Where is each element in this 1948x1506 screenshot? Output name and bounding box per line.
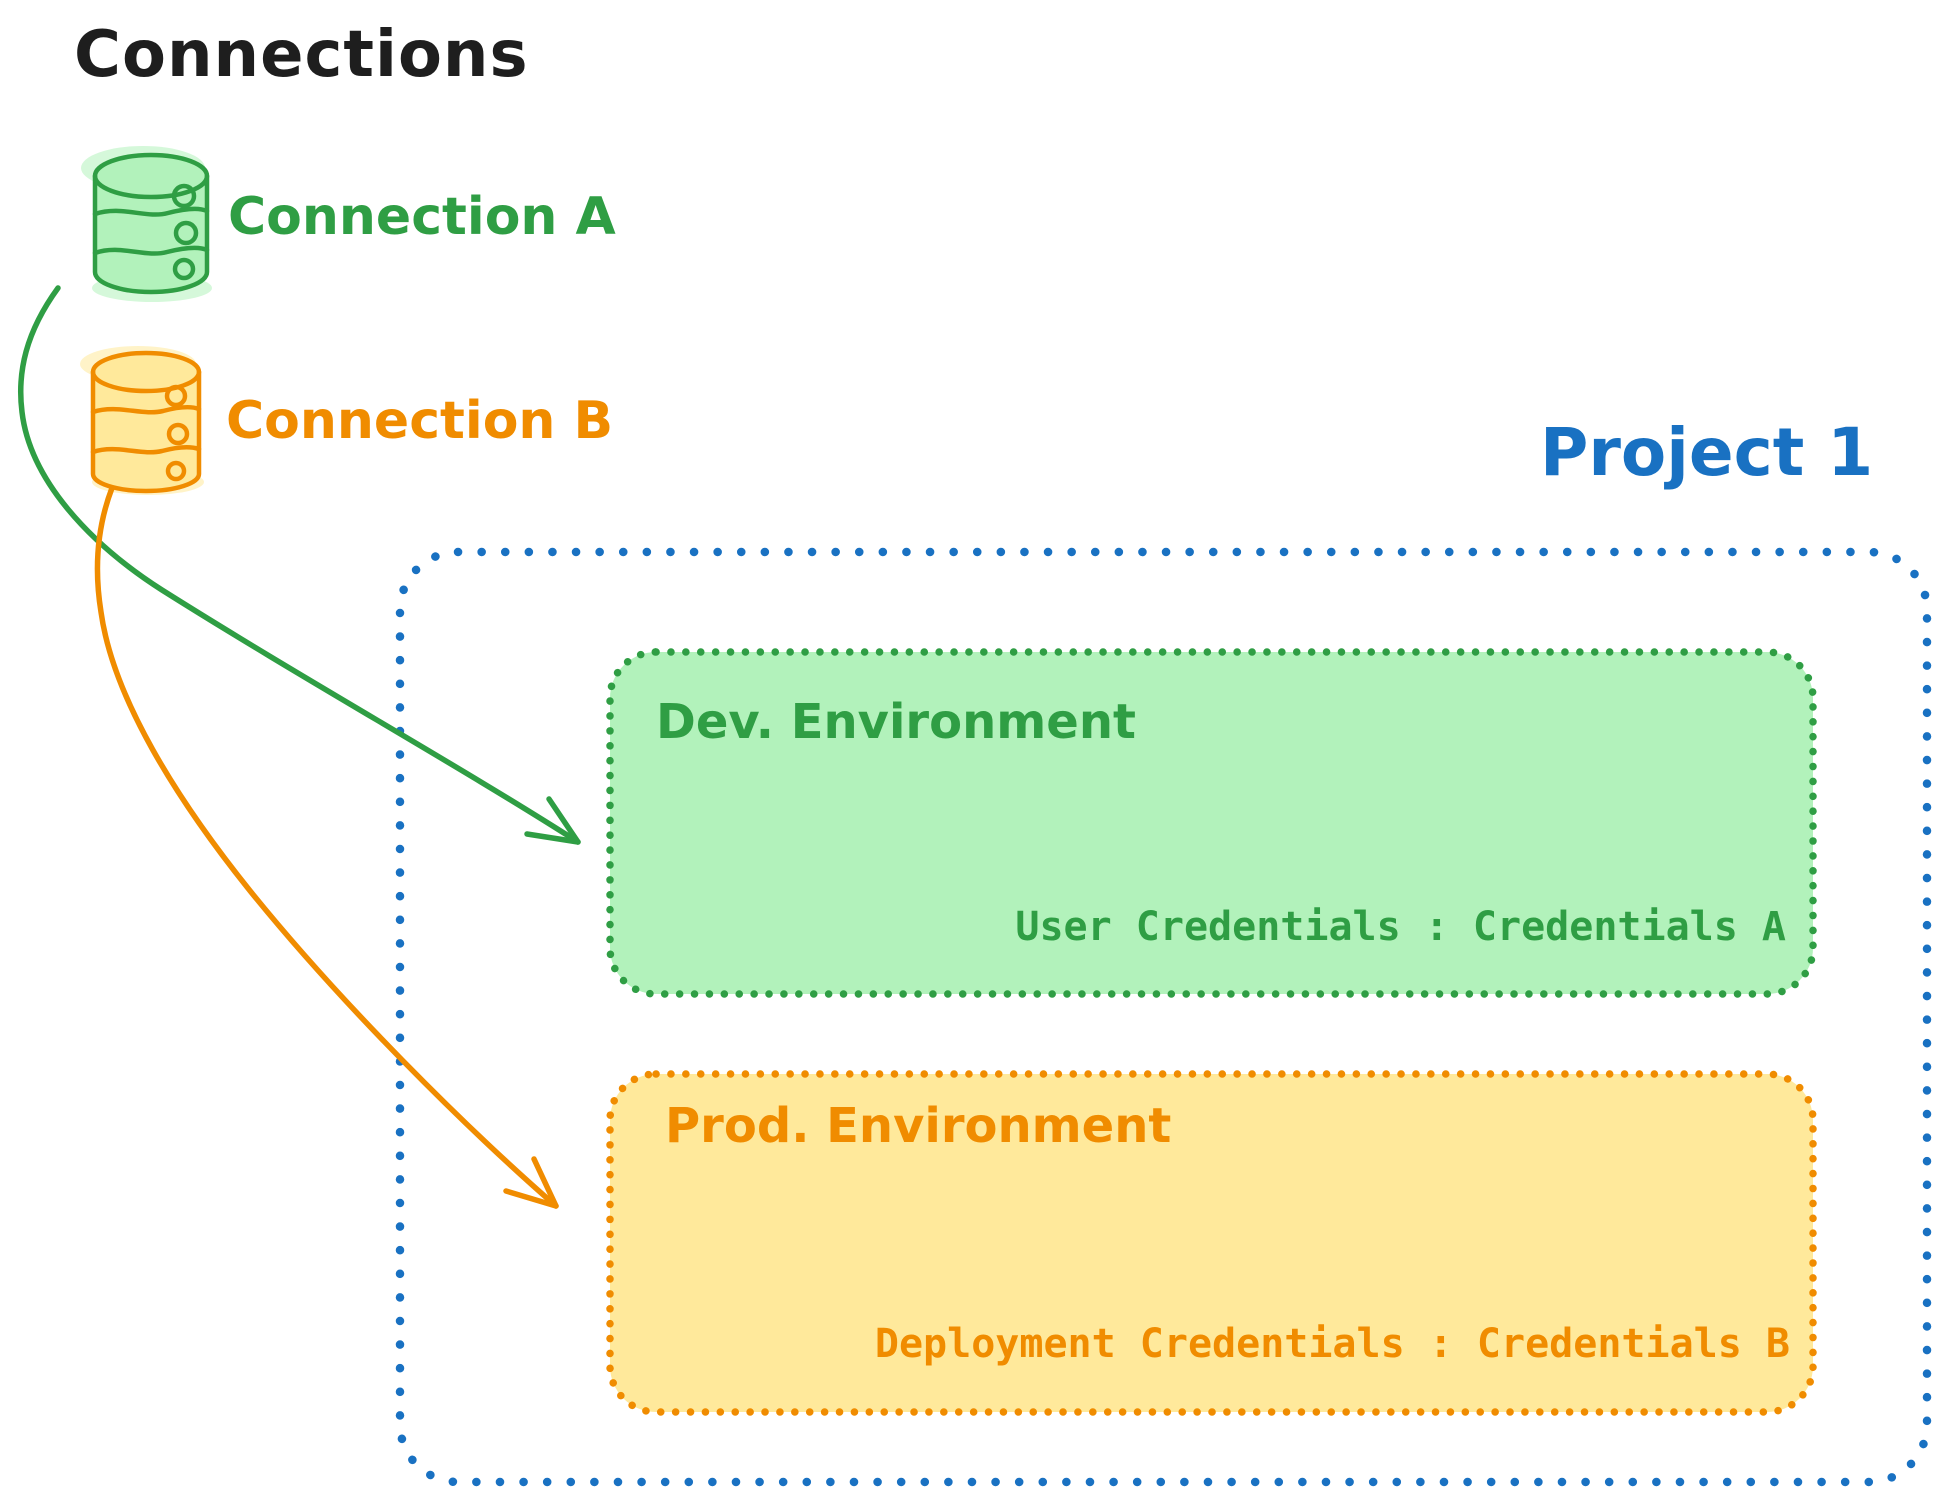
db-knob [171, 183, 197, 209]
db-knob [164, 384, 188, 408]
dev-credentials-text: User Credentials : Credentials A [1015, 904, 1786, 950]
database-icon-connection-a [81, 146, 212, 302]
db-separator [92, 206, 210, 217]
project-box [395, 547, 1932, 1487]
arrow-connection-b-to-prod [94, 485, 559, 1209]
db-knob [165, 460, 187, 482]
db-outline [90, 369, 202, 494]
prod-environment-box [606, 1070, 1817, 1416]
database-icon-connection-b [80, 346, 204, 495]
dev-environment-box [606, 648, 1817, 998]
arrow-connection-a-to-dev [17, 285, 581, 845]
connection-b-label: Connection B [226, 391, 614, 451]
prod-credentials-text: Deployment Credentials : Credentials B [874, 1321, 1790, 1367]
db-separator [90, 445, 202, 455]
arrow-shaft [94, 485, 559, 1209]
diagram-title: Connections [74, 18, 529, 92]
arrowhead [524, 796, 581, 845]
db-body-fill [93, 372, 199, 491]
db-outline [92, 173, 210, 295]
db-knob [173, 220, 199, 246]
arrowhead [503, 1156, 559, 1209]
db-top [90, 350, 202, 394]
prod-environment-title: Prod. Environment [665, 1098, 1172, 1154]
project-label: Project 1 [1540, 414, 1874, 491]
db-separator [92, 245, 210, 256]
db-knob [166, 422, 190, 446]
connection-a-label: Connection A [228, 187, 616, 247]
db-knob [172, 257, 196, 281]
dev-environment-title: Dev. Environment [656, 694, 1136, 750]
db-separator [90, 405, 202, 415]
arrow-shaft [17, 285, 581, 845]
